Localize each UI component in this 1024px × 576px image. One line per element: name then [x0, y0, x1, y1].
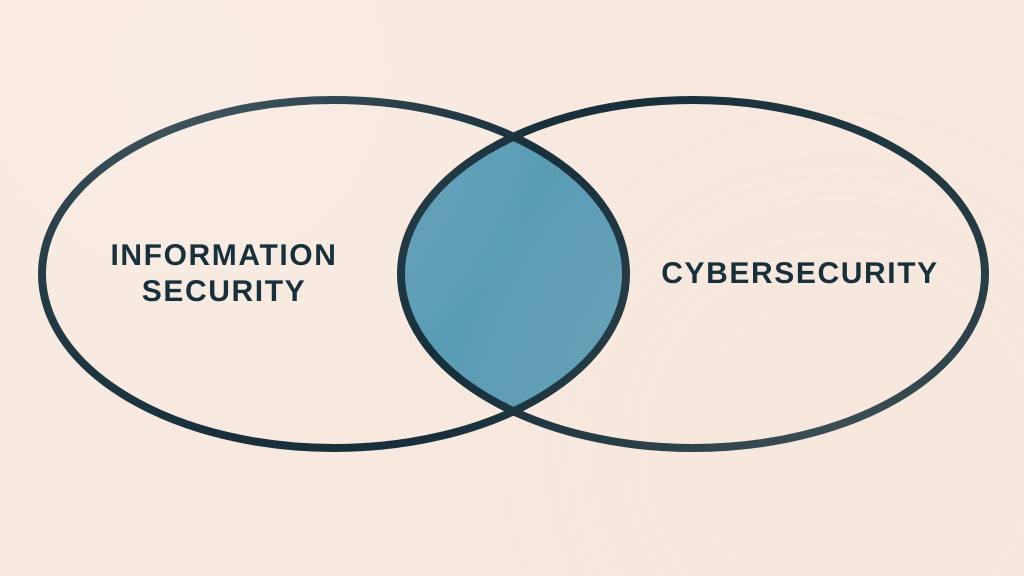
intersection-lens-fill [401, 100, 626, 448]
intersection-lens-group [401, 100, 626, 448]
set-circle-cybersecurity[interactable] [397, 96, 989, 452]
set-circle-information-security[interactable] [38, 96, 630, 452]
